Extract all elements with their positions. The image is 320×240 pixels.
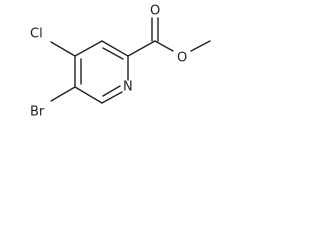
ring-bond-n-c6 bbox=[101, 91, 123, 104]
chemical-structure: Cl Br N O O bbox=[30, 4, 211, 120]
bond-c4-cl bbox=[50, 41, 76, 57]
bond-c2-carbonyl bbox=[127, 40, 156, 57]
pyridine-ring bbox=[74, 40, 129, 104]
atom-label-bromine: Br bbox=[30, 105, 45, 120]
atom-label-carbonyl-oxygen: O bbox=[150, 4, 160, 19]
ring-bond-c3-c2-inner bbox=[102, 47, 124, 60]
bond-carbonyl-ester-o bbox=[154, 40, 174, 52]
atom-label-nitrogen: N bbox=[123, 80, 133, 95]
ring-bond-c3-c2 bbox=[101, 40, 129, 57]
ring-bond-n-c6-inner bbox=[102, 85, 121, 97]
atom-label-chlorine: Cl bbox=[30, 27, 43, 42]
ring-bond-c6-c5 bbox=[74, 86, 103, 104]
atom-label-ester-oxygen: O bbox=[177, 51, 187, 66]
bond-ester-o-methyl bbox=[190, 40, 211, 52]
bond-c5-br bbox=[50, 86, 76, 102]
ring-bond-c4-c3 bbox=[74, 40, 103, 57]
